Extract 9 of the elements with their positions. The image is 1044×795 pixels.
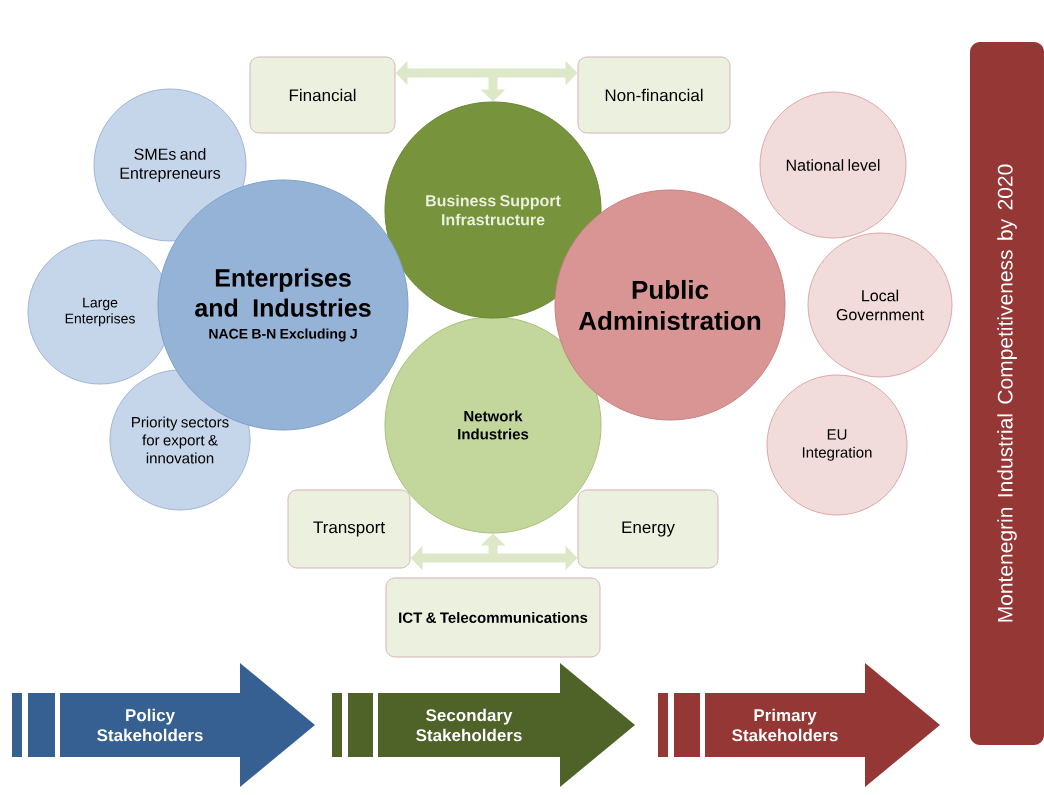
- box: Energy: [577, 489, 719, 569]
- box: ICT & Telecommunications: [385, 577, 601, 658]
- box: Transport: [287, 489, 411, 569]
- stage-banner: Primary Stakeholders: [658, 663, 940, 787]
- vertical-banner: Montenegrin Industrial Competitiveness by 2020: [970, 42, 1044, 745]
- stage-banner: Secondary Stakeholders: [332, 663, 635, 787]
- box: Non-financial: [577, 56, 731, 134]
- stage-banner: Policy Stakeholders: [12, 663, 315, 787]
- box: Financial: [249, 56, 396, 134]
